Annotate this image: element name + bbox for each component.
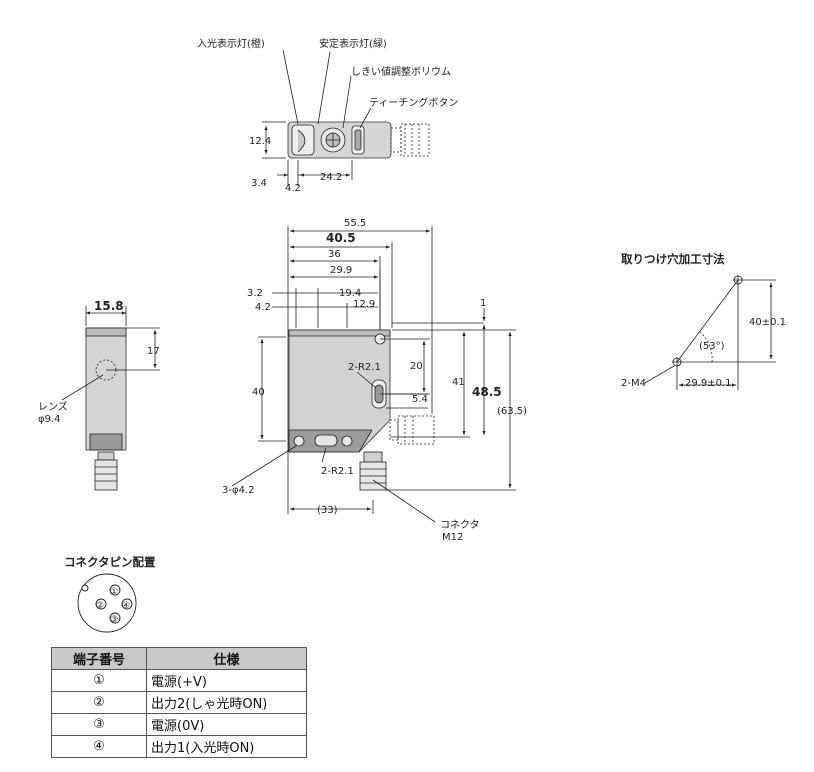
terminal-no: ② [51,691,147,714]
connector-face [77,573,137,633]
table-row: ② 出力2(しゃ光時ON) [51,691,307,714]
mount-angle: (53°) [699,341,725,352]
dim-12-9: 12.9 [353,299,375,310]
mount-dim-29-9: 29.9±0.1 [685,378,732,389]
input-led-label: 入光表示灯(橙) [197,37,265,50]
dim-2-r2-1-bottom: 2-R2.1 [321,466,354,477]
threshold-volume-label: しきい値調整ボリウム [351,65,451,78]
lens-label: レンズ [38,400,68,413]
dim-4-2: 4.2 [255,302,271,313]
connector-label: コネクタ [440,519,480,531]
terminal-spec: 電源(+V) [146,669,307,692]
mounting-title: 取りつけ穴加工寸法 [621,252,725,266]
pin-4-label: ④ [122,601,130,611]
dim-19-4: 19.4 [339,288,361,299]
side-view [61,306,160,491]
pin-layout-title: コネクタピン配置 [64,555,156,569]
top-view [262,49,430,186]
table-row: ④ 出力1(入光時ON) [51,735,307,758]
connector-size: M12 [442,532,463,543]
dim-36: 36 [328,249,341,260]
pin-spec-table: 端子番号 仕様 ① 電源(+V) ② 出力2(しゃ光時ON) ③ 電源(0V) … [51,647,307,758]
table-row: ③ 電源(0V) [51,713,307,736]
dim-40-5: 40.5 [326,231,356,245]
dim-20: 20 [410,361,423,372]
terminal-spec: 電源(0V) [146,713,307,736]
dim-29-9: 29.9 [330,265,352,276]
pin-1-label: ① [110,587,118,597]
front-view [231,226,516,523]
pin-2-label: ② [96,601,104,611]
dim-41: 41 [452,377,465,388]
terminal-no: ① [51,669,147,692]
pin-3-label: ③ [110,615,118,625]
header-terminal-no: 端子番号 [51,647,147,670]
terminal-spec: 出力1(入光時ON) [146,735,307,758]
dim-3-2: 3.2 [247,288,263,299]
dim-mid-offset: 4.2 [285,183,301,194]
dim-63-5: (63.5) [497,406,527,417]
dim-5-4: 5.4 [412,394,428,405]
stable-led-label: 安定表示灯(緑) [319,37,387,50]
dim-height-top: 12.4 [249,136,271,147]
mounting-hole-drawing [644,275,776,390]
terminal-spec: 出力2(しゃ光時ON) [146,691,307,714]
teach-button-label: ティーチングボタン [369,96,458,109]
dim-48-5: 48.5 [472,385,502,399]
dim-1: 1 [480,298,486,309]
dim-40: 40 [252,387,265,398]
dim-left-offset: 3.4 [251,178,267,189]
dim-33: (33) [317,505,338,516]
terminal-no: ④ [51,735,147,758]
dim-2-r2-1-top: 2-R2.1 [348,362,381,373]
header-spec: 仕様 [146,647,307,670]
side-view-body [85,327,127,451]
lens-diameter: φ9.4 [38,414,61,425]
mount-holes: 2-M4 [621,378,646,389]
terminal-no: ③ [51,713,147,736]
table-row: ① 電源(+V) [51,669,307,692]
dim-side-width: 15.8 [94,299,124,313]
dim-55-5: 55.5 [344,218,366,229]
dim-width-top: 24.2 [320,172,342,183]
dim-3-phi4-2: 3-φ4.2 [222,485,254,496]
table-header-row: 端子番号 仕様 [51,647,307,670]
mount-dim-40: 40±0.1 [749,317,786,328]
dim-side-offset: 17 [147,346,160,357]
